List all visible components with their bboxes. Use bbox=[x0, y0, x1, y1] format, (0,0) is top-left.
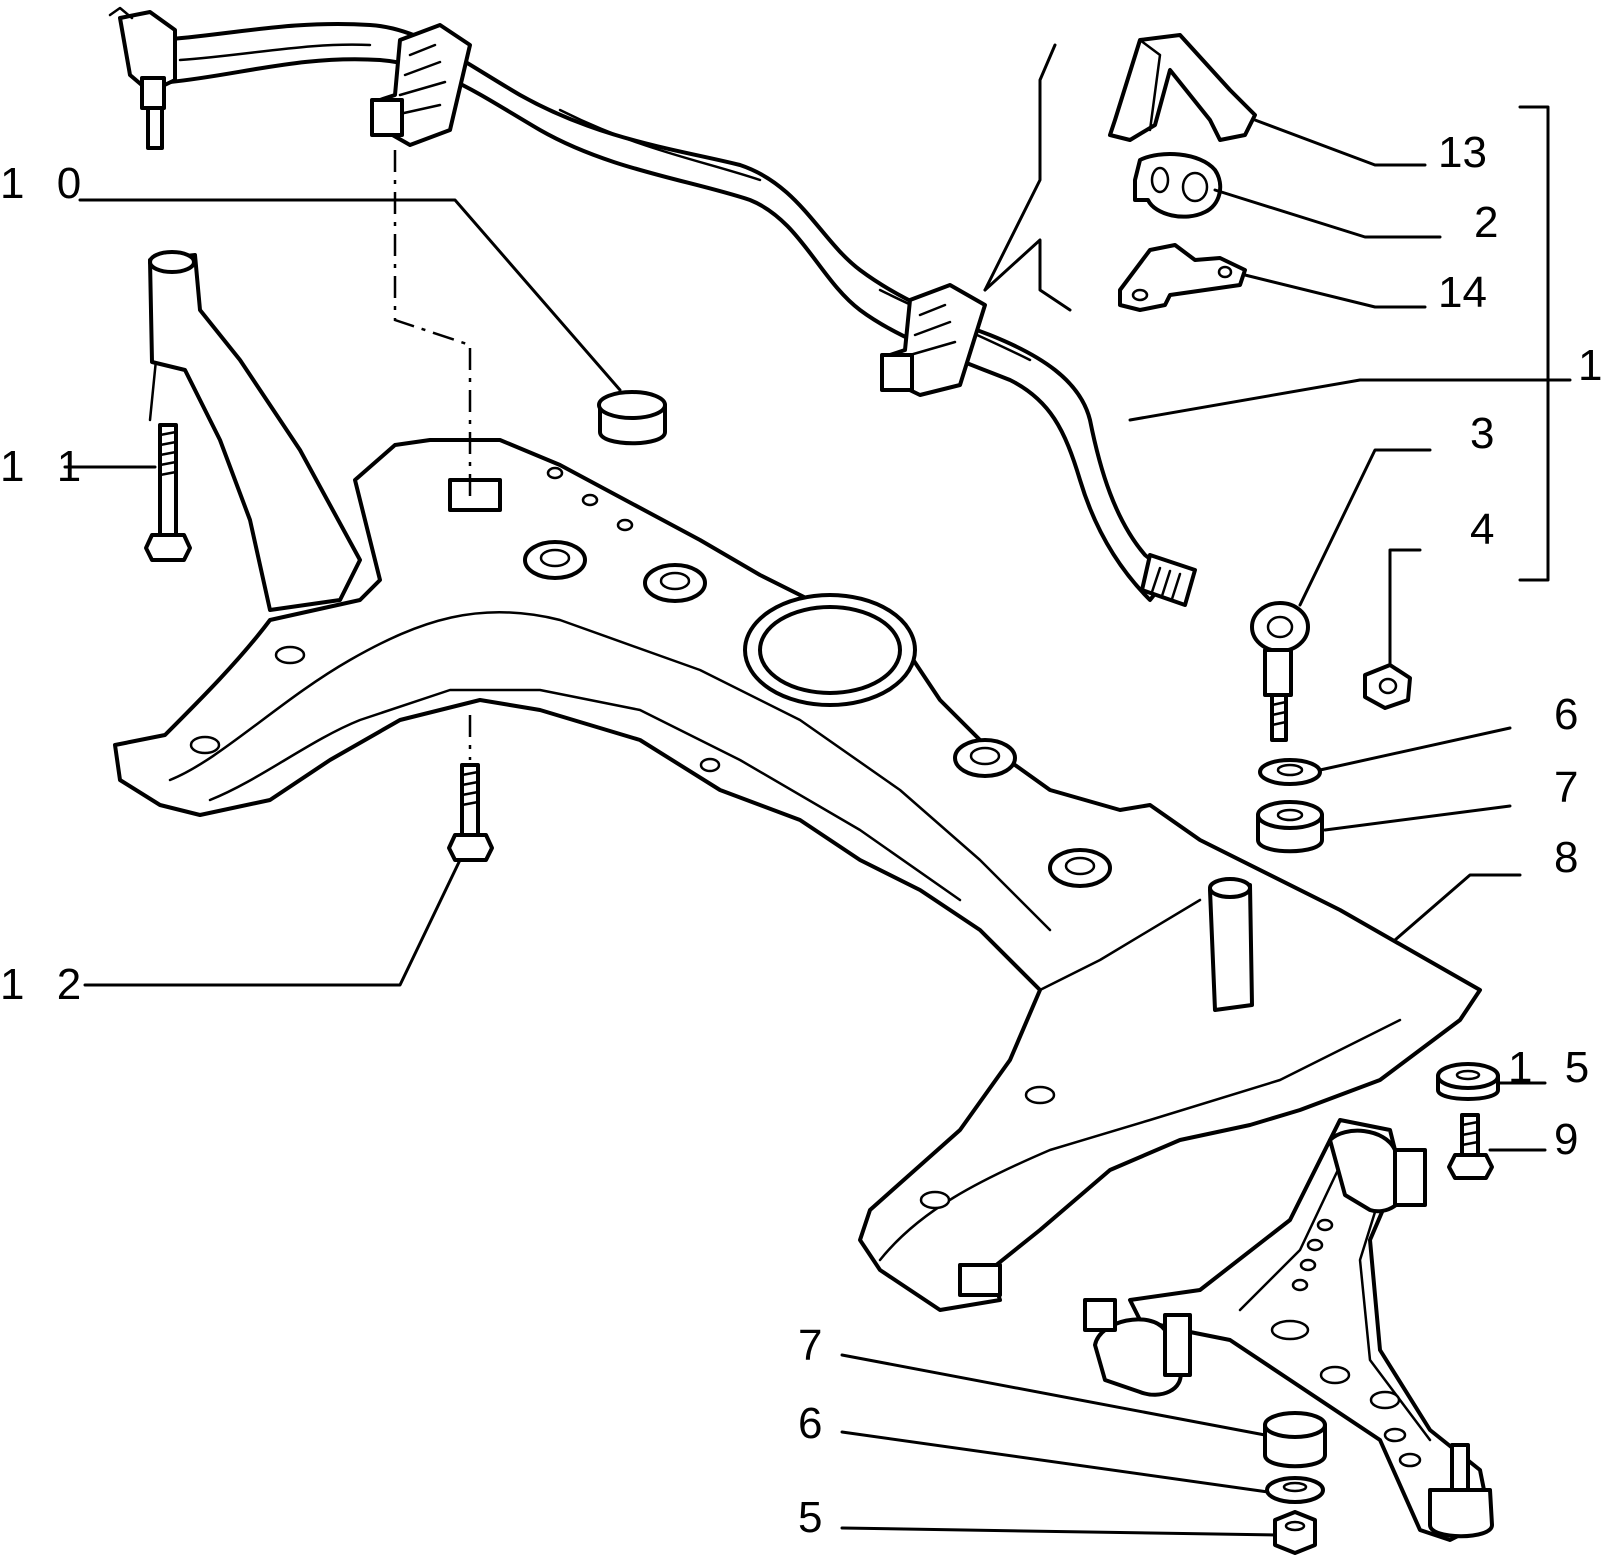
leader-4 bbox=[1388, 548, 1422, 667]
callout-3: 3 bbox=[1470, 409, 1495, 458]
bar-bracket-right bbox=[880, 283, 987, 397]
subframe-8 bbox=[113, 250, 1482, 1312]
leader-2 bbox=[1213, 188, 1442, 239]
control-arm bbox=[1083, 1118, 1494, 1542]
washer-6-lower bbox=[1265, 1476, 1325, 1504]
clamp-14 bbox=[1118, 243, 1247, 312]
callout-7-upper: 7 bbox=[1554, 763, 1579, 812]
callout-9: 9 bbox=[1554, 1115, 1579, 1164]
leader-1 bbox=[1128, 378, 1572, 422]
callout-7-lower: 7 bbox=[798, 1321, 823, 1370]
bolt-9 bbox=[1447, 1113, 1494, 1180]
stabilizer-bar bbox=[108, 6, 1197, 607]
nut-5 bbox=[1273, 1510, 1317, 1555]
leader-8 bbox=[1393, 873, 1522, 942]
bracket-13 bbox=[1108, 33, 1257, 142]
bushing-7-lower bbox=[1263, 1411, 1327, 1469]
kit-bracket bbox=[1518, 105, 1550, 582]
washer-15 bbox=[1436, 1062, 1500, 1101]
leader-lines bbox=[63, 118, 1572, 1537]
callout-11: 1 1 bbox=[0, 442, 92, 491]
leader-13 bbox=[1253, 118, 1427, 167]
leader-7b bbox=[840, 1353, 1267, 1437]
leader-7a bbox=[1323, 804, 1512, 832]
bush-10 bbox=[597, 390, 667, 446]
assembly-centerline bbox=[393, 150, 472, 760]
link-3 bbox=[1250, 601, 1310, 742]
callout-15: 1 5 bbox=[1508, 1043, 1600, 1092]
leader-5 bbox=[840, 1526, 1277, 1537]
callout-13: 13 bbox=[1438, 128, 1487, 177]
callout-12: 1 2 bbox=[0, 960, 92, 1009]
callout-5: 5 bbox=[798, 1493, 823, 1542]
leader-12 bbox=[83, 858, 462, 987]
bolt-12 bbox=[447, 763, 494, 862]
leader-6a bbox=[1318, 726, 1512, 772]
leader-6b bbox=[840, 1430, 1270, 1494]
callout-6-upper: 6 bbox=[1554, 690, 1579, 739]
leader-3 bbox=[1298, 448, 1432, 607]
callout-4: 4 bbox=[1470, 505, 1495, 554]
callout-14: 14 bbox=[1438, 268, 1487, 317]
leader-10 bbox=[78, 198, 622, 392]
bushing-2 bbox=[1133, 152, 1223, 219]
bar-bracket-left bbox=[370, 23, 472, 147]
nut-4 bbox=[1363, 663, 1412, 710]
callout-1: 1 bbox=[1578, 341, 1603, 390]
callout-2: 2 bbox=[1474, 198, 1499, 247]
callout-10: 1 0 bbox=[0, 159, 92, 208]
leader-14 bbox=[1243, 273, 1427, 309]
washer-6-upper bbox=[1258, 758, 1322, 786]
bolt-11 bbox=[144, 423, 192, 562]
callout-8: 8 bbox=[1554, 833, 1579, 882]
detail-reference-line bbox=[983, 43, 1072, 312]
callout-6-lower: 6 bbox=[798, 1399, 823, 1448]
bushing-7-upper bbox=[1256, 800, 1324, 854]
